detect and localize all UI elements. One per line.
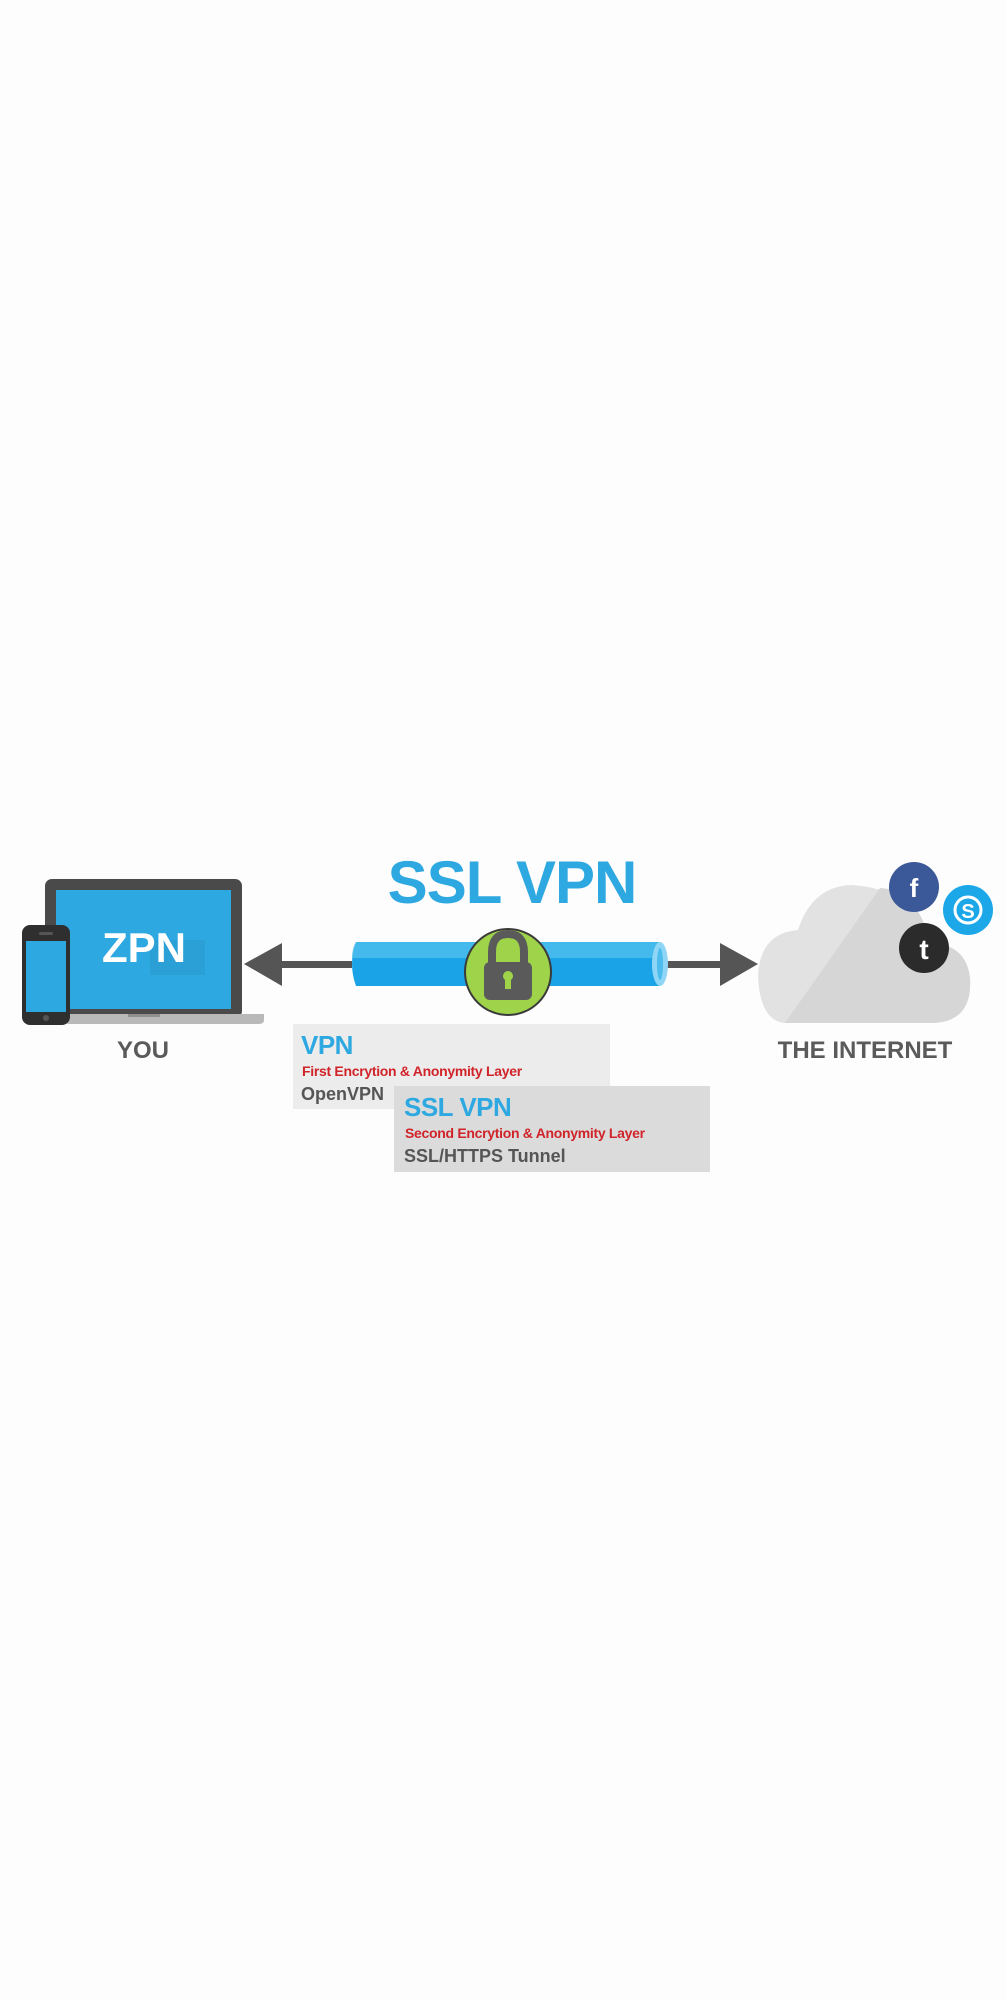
twitter-icon: t: [899, 923, 949, 973]
layer-protocol: SSL/HTTPS Tunnel: [404, 1146, 566, 1166]
laptop-icon: ZPN: [45, 879, 264, 1024]
layer-protocol: OpenVPN: [301, 1084, 384, 1104]
internet-label: THE INTERNET: [778, 1037, 953, 1064]
svg-text:t: t: [919, 934, 928, 965]
device-brand-label: ZPN: [102, 924, 186, 971]
skype-icon: S: [943, 885, 993, 935]
svg-text:f: f: [910, 873, 919, 903]
phone-icon: [22, 925, 70, 1025]
svg-text:S: S: [961, 901, 974, 923]
internet-cloud: f S t: [758, 862, 993, 1023]
diagram-title: SSL VPN: [388, 849, 637, 916]
layer-box-ssl-vpn: SSL VPN Second Encrytion & Anonymity Lay…: [394, 1086, 710, 1172]
layer-name: VPN: [301, 1030, 353, 1060]
layer-description: First Encrytion & Anonymity Layer: [302, 1063, 523, 1079]
lock-icon: [464, 928, 552, 1016]
layer-description: Second Encrytion & Anonymity Layer: [405, 1125, 646, 1141]
left-arrow: [244, 943, 352, 986]
client-label: YOU: [117, 1037, 169, 1064]
right-arrow: [660, 943, 758, 986]
layer-name: SSL VPN: [404, 1092, 511, 1122]
client-devices: ZPN: [22, 879, 264, 1025]
facebook-icon: f: [889, 862, 939, 912]
